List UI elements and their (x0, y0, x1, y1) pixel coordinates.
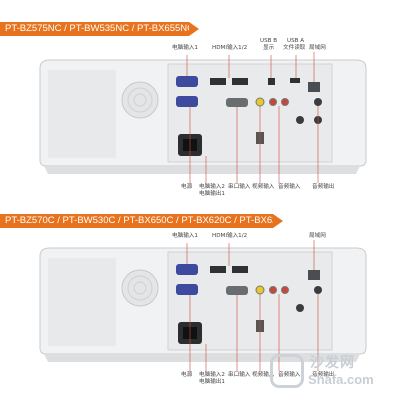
label-serial-b: 串口输入 (228, 372, 251, 378)
label-video: 视频输入 (252, 184, 275, 190)
sofa-logo-icon (270, 354, 304, 388)
label-usb-b-2: 显示 (263, 45, 275, 51)
model-banner-bottom: PT-BZ570C / PT-BW530C / PT-BX650C / PT-B… (0, 214, 290, 228)
vent-grille (48, 70, 116, 158)
label-video-b: 视频输入 (252, 372, 275, 378)
serial-port (226, 286, 248, 295)
usb-b-port (268, 78, 275, 85)
label-power: 电源 (181, 184, 193, 190)
vent-grille (48, 258, 116, 346)
watermark-url: Shafa.com (308, 372, 374, 387)
audio-output-jack (314, 98, 322, 106)
label-pc-input-2: 电脑输入2 (199, 184, 225, 190)
pc-input-1-port (176, 76, 198, 87)
pc-input-1-port (176, 264, 198, 275)
label-serial: 串口输入 (228, 184, 251, 190)
pc-input-2-port (176, 96, 198, 107)
lan-port (308, 270, 320, 280)
video-input-jack (255, 285, 265, 295)
label-audio-out: 音频输出 (312, 184, 335, 190)
usb-a-port (290, 78, 300, 83)
serial-port (226, 98, 248, 107)
audio-input-jack-1 (269, 286, 277, 294)
label-hdmi-b: HDMI输入1/2 (212, 233, 248, 239)
audio-output-jack (314, 286, 322, 294)
projector-rear-panel-top (39, 52, 367, 183)
watermark-cn: 沙发网 (310, 355, 355, 371)
label-usb-a-2: 文件读取 (283, 45, 306, 51)
label-audio-in-b: 音频输入 (278, 372, 301, 378)
hdmi-ports (210, 78, 248, 85)
label-power-b: 电源 (181, 372, 193, 378)
label-audio-out-b: 音频输出 (312, 372, 335, 378)
label-pc-output-1: 电脑输出1 (199, 191, 225, 197)
audio-input-jack-2 (281, 286, 289, 294)
label-usb-b-1: USB B (260, 38, 278, 44)
audio-input-jack-2 (281, 98, 289, 106)
label-pc-input-2-b: 电脑输入2 (199, 372, 225, 378)
fan-grille (121, 269, 159, 307)
label-hdmi: HDMI输入1/2 (212, 45, 248, 51)
label-lan: 局域网 (309, 45, 326, 51)
lan-port (308, 82, 320, 92)
label-pc-input-1-b: 电脑输入1 (172, 233, 198, 239)
label-pc-input-1: 电脑输入1 (172, 45, 198, 51)
hdmi-ports (210, 266, 248, 273)
label-usb-a-1: USB A (287, 38, 305, 44)
audio-input-jack-1 (269, 98, 277, 106)
pc-input-2-port (176, 284, 198, 295)
label-audio-in: 音频输入 (278, 184, 301, 190)
label-lan-b: 局域网 (309, 233, 326, 239)
misc-jack (296, 304, 304, 312)
model-banner-top: PT-BZ575NC / PT-BW535NC / PT-BX655NC (0, 22, 199, 36)
watermark: 沙发网 Shafa.com (262, 350, 392, 394)
label-pc-output-1-b: 电脑输出1 (199, 379, 225, 385)
fan-grille (121, 81, 159, 119)
misc-jack (296, 116, 304, 124)
video-input-jack (255, 97, 265, 107)
